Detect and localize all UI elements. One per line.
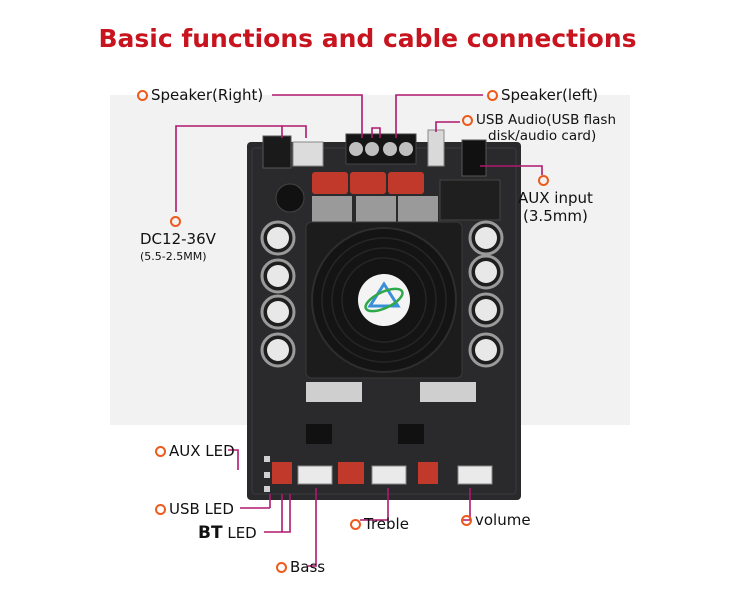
marker-icon bbox=[538, 175, 549, 186]
label-dc-power: DC12-36V (5.5-2.5MM) bbox=[140, 212, 216, 266]
label-usb-led: USB LED bbox=[155, 500, 234, 518]
page-title: Basic functions and cable connections bbox=[98, 24, 637, 53]
treble-connector bbox=[371, 465, 407, 485]
bass-connector bbox=[297, 465, 333, 485]
label-bass: Bass bbox=[276, 558, 325, 576]
label-bt-led: BT LED bbox=[198, 523, 257, 543]
label-aux-input: AUX input (3.5mm) bbox=[518, 171, 593, 225]
marker-icon bbox=[350, 519, 361, 530]
volume-connector bbox=[457, 465, 493, 485]
fan-logo bbox=[358, 274, 410, 326]
label-speaker-left: Speaker(left) bbox=[487, 86, 598, 104]
marker-icon bbox=[276, 562, 287, 573]
label-treble: Treble bbox=[350, 515, 409, 533]
dc-jack bbox=[262, 135, 292, 169]
marker-icon bbox=[462, 114, 473, 126]
marker-icon bbox=[461, 515, 472, 526]
label-usb-audio: USB Audio(USB flash disk/audio card) bbox=[462, 112, 616, 144]
label-speaker-right: Speaker(Right) bbox=[137, 86, 263, 104]
marker-icon bbox=[155, 504, 166, 515]
marker-icon bbox=[487, 90, 498, 101]
marker-icon bbox=[137, 90, 148, 101]
bluetooth-module bbox=[439, 179, 501, 221]
marker-icon bbox=[170, 216, 181, 227]
marker-icon bbox=[155, 446, 166, 457]
label-volume: volume bbox=[461, 511, 531, 529]
aux-jack bbox=[461, 139, 487, 177]
label-aux-led: AUX LED bbox=[155, 442, 235, 460]
